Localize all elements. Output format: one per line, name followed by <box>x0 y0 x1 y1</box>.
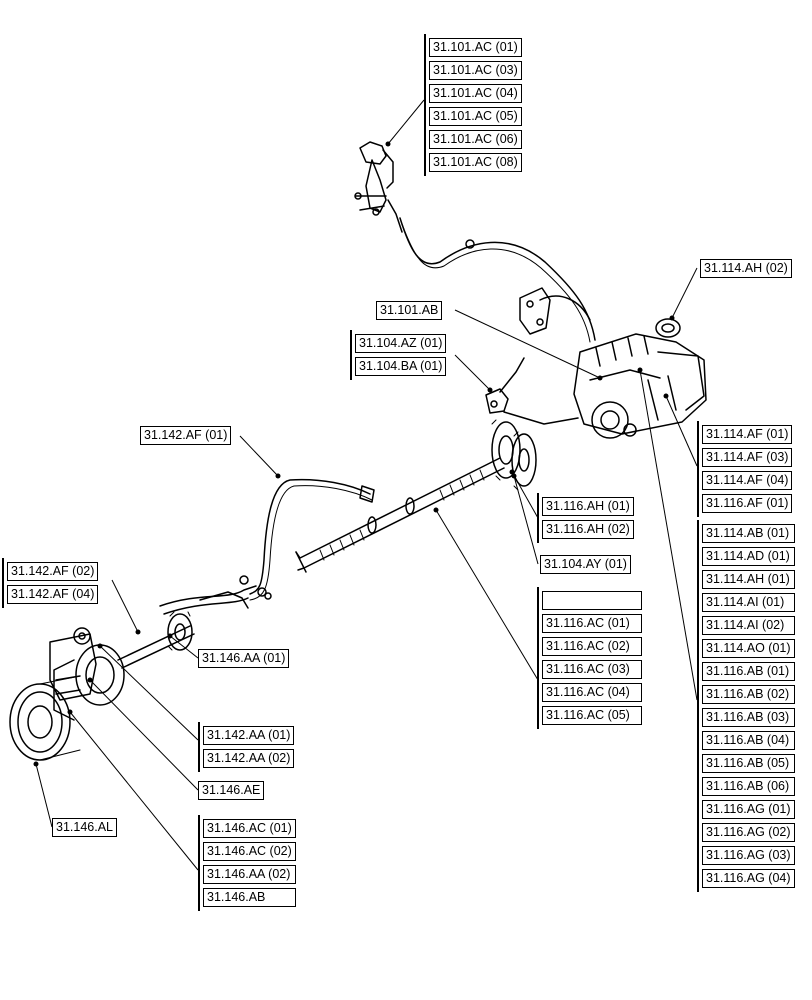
callout-group-lever-parts: 31.101.AC (01) 31.101.AC (03) 31.101.AC … <box>424 34 522 176</box>
callout-group-rear-line: 31.142.AF (02) 31.142.AF (04) <box>2 558 99 608</box>
part-label[interactable]: 31.101.AC (06) <box>429 130 522 149</box>
part-label[interactable]: 31.114.AH (01) <box>702 570 795 589</box>
part-label[interactable]: 31.146.AB <box>203 888 296 907</box>
part-label[interactable]: 31.116.AC (02) <box>542 637 642 656</box>
part-label-blank[interactable] <box>542 591 642 610</box>
shift-bracket <box>519 287 591 335</box>
gear-set <box>491 419 537 491</box>
callout-group-gears: 31.116.AH (01) 31.116.AH (02) <box>537 493 634 543</box>
callout-single-linkage: 31.101.AB <box>376 301 443 320</box>
part-label[interactable]: 31.116.AH (02) <box>542 520 634 539</box>
part-label[interactable]: 31.101.AC (01) <box>429 38 522 57</box>
part-label[interactable]: 31.114.AO (01) <box>702 639 795 658</box>
part-label[interactable]: 31.116.AG (04) <box>702 869 795 888</box>
callout-single-upper-right: 31.114.AH (02) <box>700 259 792 278</box>
output-shaft <box>117 611 195 669</box>
part-label[interactable]: 31.142.AF (01) <box>140 426 232 445</box>
part-label[interactable]: 31.116.AG (03) <box>702 846 795 865</box>
part-label[interactable]: 31.116.AC (04) <box>542 683 642 702</box>
main-shaft <box>295 457 505 573</box>
callout-group-housing-upper: 31.114.AF (01) 31.114.AF (03) 31.114.AF … <box>697 421 793 517</box>
part-label[interactable]: 31.104.AZ (01) <box>355 334 447 353</box>
callout-single-line: 31.142.AF (01) <box>140 426 232 445</box>
shift-linkage <box>485 357 579 425</box>
callout-single-output-gear: 31.146.AA (01) <box>198 649 290 668</box>
part-label[interactable]: 31.101.AC (08) <box>429 153 522 172</box>
callout-group-linkage: 31.104.AZ (01) 31.104.BA (01) <box>350 330 447 380</box>
part-label[interactable]: 31.114.AH (02) <box>700 259 792 278</box>
part-label[interactable]: 31.146.AC (01) <box>203 819 296 838</box>
part-label[interactable]: 31.114.AB (01) <box>702 524 795 543</box>
control-cable <box>399 217 596 341</box>
part-label[interactable]: 31.114.AF (03) <box>702 448 793 467</box>
part-label[interactable]: 31.116.AC (05) <box>542 706 642 725</box>
transmission-housing <box>573 318 707 439</box>
part-label[interactable]: 31.116.AB (03) <box>702 708 795 727</box>
part-label[interactable]: 31.116.AB (01) <box>702 662 795 681</box>
callout-group-housing-internal: 31.114.AB (01) 31.114.AD (01) 31.114.AH … <box>697 520 795 892</box>
part-label[interactable]: 31.146.AC (02) <box>203 842 296 861</box>
part-label[interactable]: 31.101.AB <box>376 301 443 320</box>
part-label[interactable]: 31.101.AC (05) <box>429 107 522 126</box>
part-label[interactable]: 31.116.AB (04) <box>702 731 795 750</box>
control-lever-assembly <box>354 141 403 233</box>
hydraulic-line <box>159 478 375 615</box>
leader-lines <box>35 99 698 871</box>
part-label[interactable]: 31.116.AB (02) <box>702 685 795 704</box>
part-label[interactable]: 31.101.AC (04) <box>429 84 522 103</box>
part-label[interactable]: 31.114.AI (01) <box>702 593 795 612</box>
part-label[interactable]: 31.116.AG (02) <box>702 823 795 842</box>
callout-single-pulley: 31.146.AL <box>52 818 117 837</box>
part-label[interactable]: 31.142.AF (04) <box>7 585 99 604</box>
callout-group-rear-housing: 31.146.AC (01) 31.146.AC (02) 31.146.AA … <box>198 815 296 911</box>
part-label[interactable]: 31.116.AC (03) <box>542 660 642 679</box>
part-label[interactable]: 31.116.AC (01) <box>542 614 642 633</box>
part-label[interactable]: 31.114.AI (02) <box>702 616 795 635</box>
callout-single-rear-cover: 31.146.AE <box>198 781 265 800</box>
part-label[interactable]: 31.146.AA (01) <box>198 649 290 668</box>
callout-single-gear: 31.104.AY (01) <box>540 555 631 574</box>
part-label[interactable]: 31.142.AA (01) <box>203 726 295 745</box>
part-label[interactable]: 31.116.AF (01) <box>702 494 793 513</box>
part-label[interactable]: 31.116.AG (01) <box>702 800 795 819</box>
part-label[interactable]: 31.104.AY (01) <box>540 555 631 574</box>
part-label[interactable]: 31.114.AF (04) <box>702 471 793 490</box>
rear-housing <box>9 627 125 761</box>
part-label[interactable]: 31.116.AB (05) <box>702 754 795 773</box>
part-label[interactable]: 31.114.AD (01) <box>702 547 795 566</box>
part-label[interactable]: 31.142.AA (02) <box>203 749 295 768</box>
part-label[interactable]: 31.101.AC (03) <box>429 61 522 80</box>
callout-group-rear-seal: 31.142.AA (01) 31.142.AA (02) <box>198 722 295 772</box>
part-label[interactable]: 31.114.AF (01) <box>702 425 793 444</box>
leader-dots <box>33 141 675 767</box>
part-label[interactable]: 31.146.AL <box>52 818 117 837</box>
callout-group-shaft: 31.116.AC (01) 31.116.AC (02) 31.116.AC … <box>537 587 642 729</box>
part-label[interactable]: 31.146.AA (02) <box>203 865 296 884</box>
part-label[interactable]: 31.142.AF (02) <box>7 562 99 581</box>
part-label[interactable]: 31.116.AB (06) <box>702 777 795 796</box>
part-label[interactable]: 31.116.AH (01) <box>542 497 634 516</box>
part-label[interactable]: 31.104.BA (01) <box>355 357 447 376</box>
part-label[interactable]: 31.146.AE <box>198 781 265 800</box>
